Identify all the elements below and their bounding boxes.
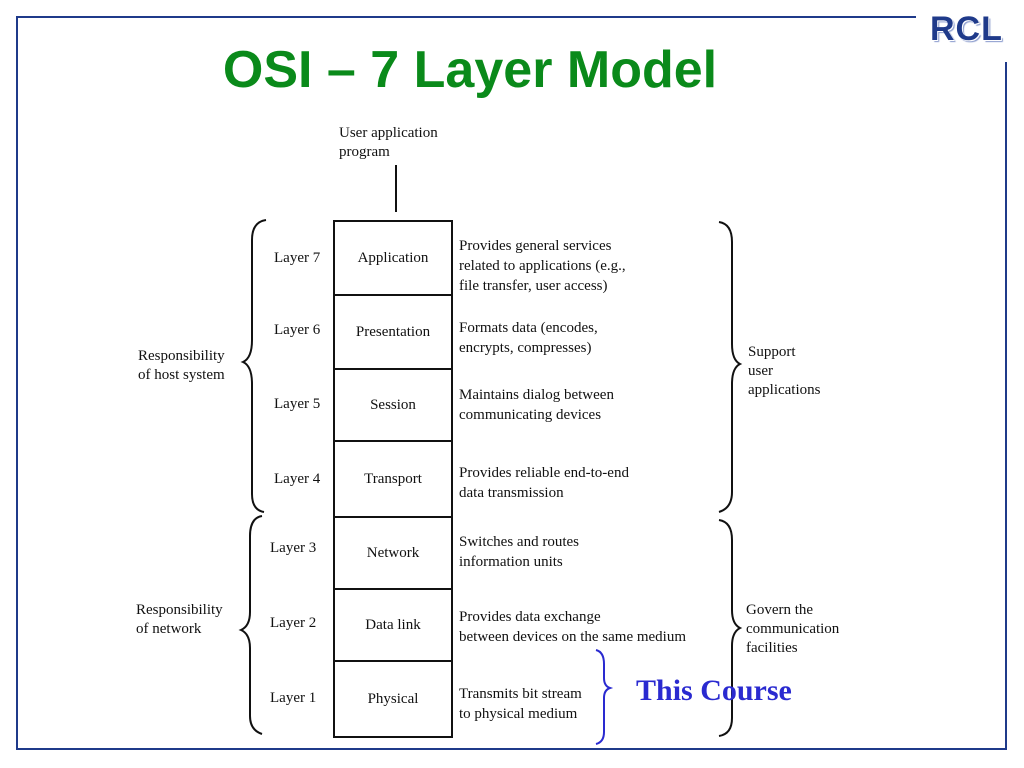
layer-5-label: Layer 5 bbox=[274, 396, 321, 412]
layer-physical-box: Physical bbox=[333, 660, 453, 738]
layer-data-link-box: Data link bbox=[333, 588, 453, 662]
layer-application-box: Application bbox=[333, 220, 453, 296]
right-brace-support bbox=[718, 221, 743, 513]
user-application-label: User application program bbox=[339, 125, 438, 160]
host-system-group-label: Responsibility of host system bbox=[138, 348, 225, 383]
this-course-label: This Course bbox=[636, 674, 792, 707]
layer-1-description: Transmits bit stream to physical medium bbox=[459, 686, 582, 722]
course-brace bbox=[595, 649, 614, 745]
slide-frame-top bbox=[16, 16, 916, 18]
layer-transport-box: Transport bbox=[333, 440, 453, 518]
layer-4-label: Layer 4 bbox=[274, 471, 321, 487]
slide-frame-left bbox=[16, 16, 18, 748]
rcl-logo: RCL bbox=[930, 10, 1003, 48]
layer-2-description: Provides data exchange between devices o… bbox=[459, 609, 687, 645]
layer-1-label: Layer 1 bbox=[270, 690, 317, 706]
layer-5-description: Maintains dialog between communicating d… bbox=[459, 387, 614, 423]
layer-3-label: Layer 3 bbox=[270, 540, 317, 556]
layer-7-label: Layer 7 bbox=[274, 250, 321, 266]
layer-7-description: Provides general services related to app… bbox=[459, 238, 626, 294]
slide-frame-right bbox=[1005, 62, 1007, 750]
slide-title: OSI – 7 Layer Model bbox=[222, 41, 718, 99]
network-group-label: Responsibility of network bbox=[136, 602, 223, 637]
layer-6-label: Layer 6 bbox=[274, 322, 321, 338]
layer-3-description: Switches and routes information units bbox=[459, 534, 579, 570]
support-applications-label: Support user applications bbox=[748, 344, 821, 398]
layer-4-description: Provides reliable end-to-end data transm… bbox=[459, 465, 629, 501]
govern-communication-label: Govern the communication facilities bbox=[746, 602, 840, 656]
layer-network-box: Network bbox=[333, 516, 453, 590]
right-brace-govern bbox=[718, 519, 743, 737]
slide-frame-bottom bbox=[16, 748, 1007, 750]
layer-presentation-box: Presentation bbox=[333, 294, 453, 370]
layer-2-label: Layer 2 bbox=[270, 615, 317, 631]
left-brace-network bbox=[238, 515, 263, 735]
left-brace-host bbox=[240, 219, 267, 513]
layer-6-description: Formats data (encodes, encrypts, compres… bbox=[459, 320, 598, 356]
layer-session-box: Session bbox=[333, 368, 453, 442]
